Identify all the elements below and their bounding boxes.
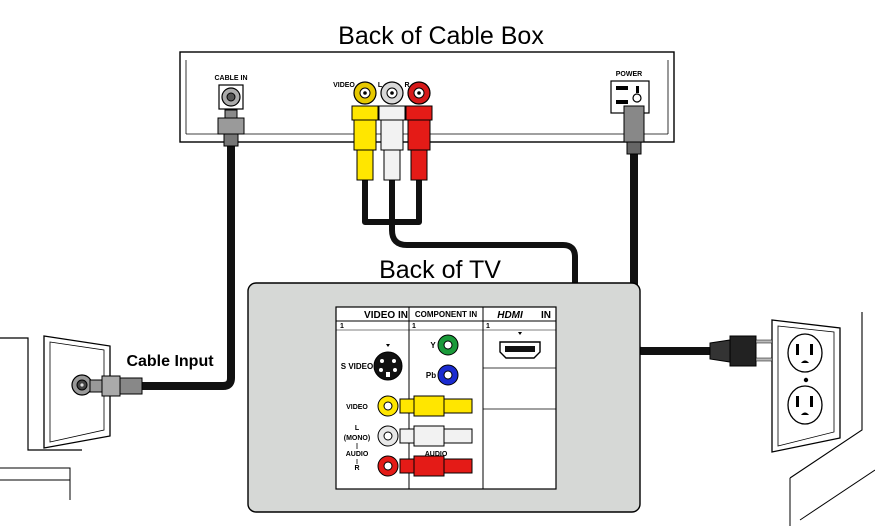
rca-plugs-box — [351, 105, 433, 181]
cable-box-title: Back of Cable Box — [338, 22, 544, 50]
s-video-label: S VIDEO — [341, 362, 373, 371]
component-slot-number: 1 — [412, 323, 416, 330]
right-wall-outlet — [771, 312, 875, 526]
video-in-slot-number: 1 — [340, 323, 344, 330]
rca-plugs-tv — [399, 395, 473, 477]
hdmi-logo: HDMI — [497, 310, 523, 321]
s-video-port — [373, 344, 403, 381]
left-wall-outlet — [0, 335, 111, 500]
video-out-port — [353, 81, 377, 105]
tv-audio-left-jack — [377, 425, 399, 447]
component-audio-label: AUDIO — [425, 451, 448, 458]
hdmi-slot-number: 1 — [486, 323, 490, 330]
video-in-header: VIDEO IN — [364, 310, 408, 321]
hdmi-port — [499, 332, 541, 359]
tv-audio-right-jack — [377, 455, 399, 477]
tv-audio-label: AUDIO — [346, 451, 369, 458]
coax-connector-wall — [89, 375, 143, 397]
component-in-header: COMPONENT IN — [415, 310, 477, 319]
tv-audio-left-label: L — [355, 425, 360, 432]
tv-audio-right-label: R — [354, 465, 359, 472]
component-y-label: Y — [430, 341, 436, 350]
hdmi-in-header: IN — [541, 310, 551, 321]
tv-video-label: VIDEO — [346, 404, 368, 411]
power-plug-wall — [709, 335, 773, 367]
box-left-label: L — [378, 82, 383, 89]
box-right-label: R — [404, 82, 409, 89]
component-pb-jack — [437, 364, 459, 386]
audio-left-out-port — [380, 81, 404, 105]
audio-right-out-port — [407, 81, 431, 105]
tv-audio-mono-label: (MONO) — [344, 435, 370, 442]
cable-input-label: Cable Input — [126, 353, 214, 370]
component-pb-label: Pb — [426, 371, 436, 380]
cable-in-label: CABLE IN — [214, 75, 247, 82]
power-plug-box — [623, 105, 645, 155]
cable-box — [179, 51, 675, 143]
tv-title: Back of TV — [379, 256, 501, 284]
coax-connector-box — [217, 109, 245, 147]
power-label: POWER — [616, 71, 642, 78]
box-video-label: VIDEO — [333, 82, 355, 89]
cable-in-port — [218, 84, 244, 110]
tv-video-jack — [377, 395, 399, 417]
component-y-jack — [437, 334, 459, 356]
